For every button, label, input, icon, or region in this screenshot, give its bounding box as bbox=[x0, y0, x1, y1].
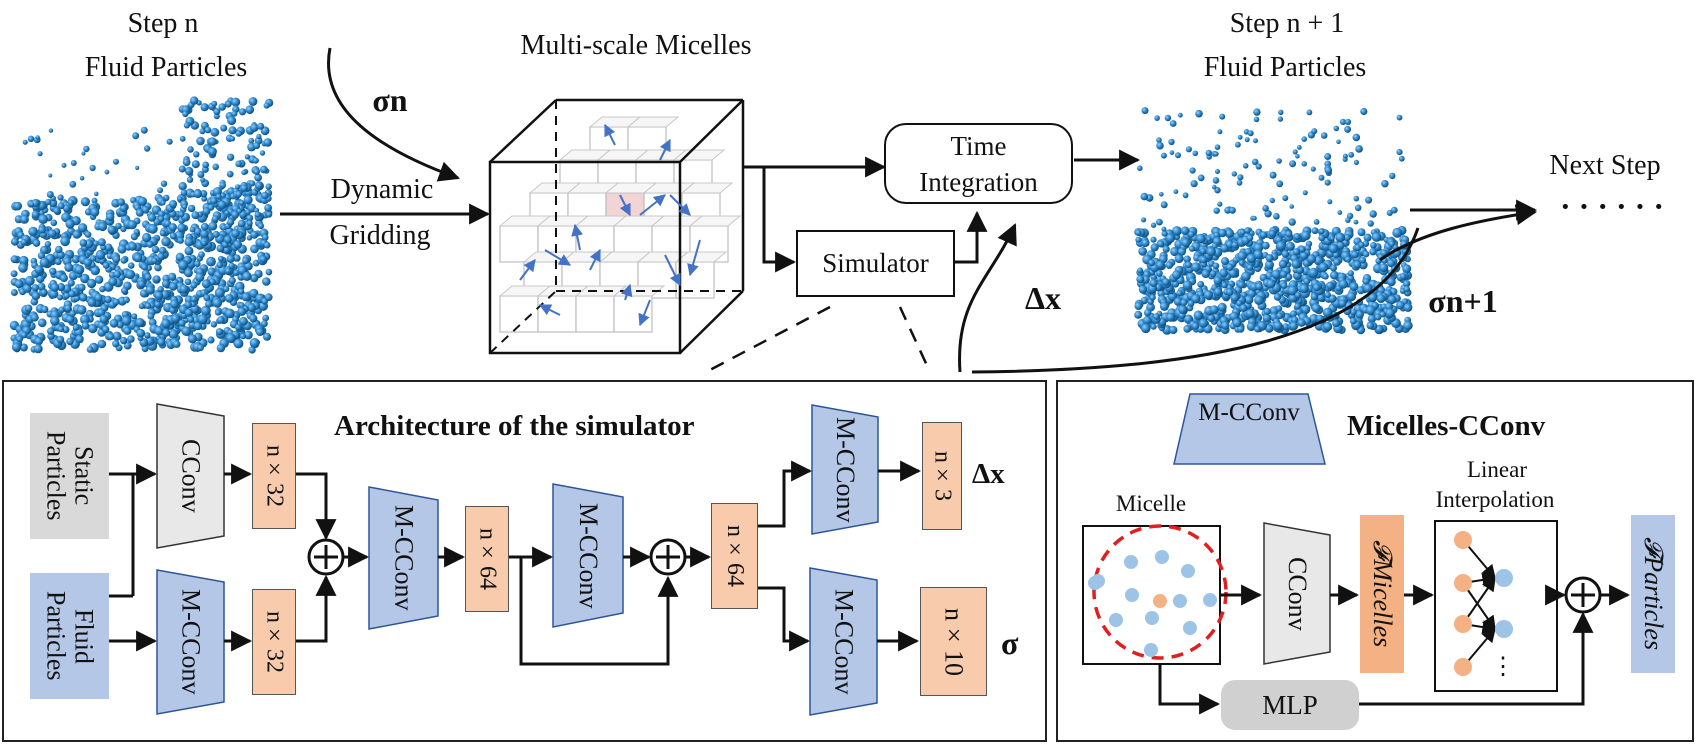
fluid-particles-block: Fluid Particles bbox=[30, 573, 109, 699]
micelle-cells bbox=[498, 116, 742, 333]
f-micelles-label: 𝓕Micelles bbox=[1368, 540, 1397, 648]
static-particles-block: Static Particles bbox=[30, 413, 109, 539]
n10-block: n×10 bbox=[920, 587, 987, 696]
step-n1-label: Step n + 1 bbox=[1229, 8, 1345, 39]
simulator-label: Simulator bbox=[822, 248, 929, 278]
step-n1-subtitle: Fluid Particles bbox=[1203, 52, 1367, 83]
n32-block-a: n×32 bbox=[252, 423, 296, 529]
sigma-n1-curve bbox=[971, 227, 1420, 374]
micelles-cconv-diagram bbox=[1082, 393, 1675, 715]
velocity-arrows bbox=[519, 123, 701, 327]
dynamic-label: Dynamic bbox=[330, 174, 434, 205]
time-integration-label-2: Integration bbox=[919, 166, 1038, 197]
step-n-subtitle: Fluid Particles bbox=[84, 52, 248, 83]
fluid-particles-label: Fluid Particles bbox=[41, 591, 99, 681]
step-n-label: Step n bbox=[127, 8, 199, 39]
f-particles-label: 𝓕Particles bbox=[1639, 537, 1668, 651]
output-sigma: σ bbox=[1001, 625, 1019, 661]
architecture-panel bbox=[2, 380, 1047, 742]
architecture-title: Architecture of the simulator bbox=[334, 410, 695, 442]
mcconv-block-4: M-CConv bbox=[812, 405, 878, 534]
n32-block-b: n×32 bbox=[252, 589, 296, 695]
simulator-box: Simulator bbox=[796, 230, 955, 297]
micelles-title: Multi-scale Micelles bbox=[520, 30, 752, 61]
n64-label-b: n×64 bbox=[722, 525, 748, 587]
zoom-line-left bbox=[705, 305, 831, 374]
architecture-diagram bbox=[109, 403, 922, 716]
cconv-block-2: CConv bbox=[1264, 523, 1330, 664]
mlp-block: MLP bbox=[1221, 680, 1359, 730]
cconv-label-2: CConv bbox=[1283, 556, 1312, 631]
arrow-sim-to-integration bbox=[953, 210, 988, 264]
micelle-label: Micelle bbox=[1115, 491, 1187, 516]
mcconv-block-3: M-CConv bbox=[553, 484, 623, 627]
n64-block-b: n×64 bbox=[711, 503, 758, 609]
next-step-label: Next Step bbox=[1549, 150, 1661, 181]
micelles-cconv-panel bbox=[1056, 380, 1694, 742]
output-delta-x: Δx bbox=[972, 458, 1005, 490]
fluid-particles-step-n bbox=[9, 96, 274, 354]
n10-label: n×10 bbox=[939, 607, 969, 676]
zoom-line-right bbox=[898, 306, 932, 373]
n64-block-a: n×64 bbox=[465, 506, 509, 612]
sigma-n-label: σn bbox=[372, 82, 408, 118]
sigma-n1-label: σn+1 bbox=[1428, 283, 1498, 319]
mlp-label: MLP bbox=[1262, 689, 1318, 720]
time-integration-label-1: Time bbox=[950, 130, 1007, 161]
mcconv-label-4: M-CConv bbox=[831, 416, 860, 523]
f-micelles-block: 𝓕Micelles bbox=[1360, 515, 1404, 673]
mcconv-block-2: M-CConv bbox=[369, 487, 438, 629]
mcconv-label-1: M-CConv bbox=[176, 589, 206, 695]
mcconv-label-2: M-CConv bbox=[389, 505, 419, 611]
mcconv-label-5: M-CConv bbox=[829, 588, 859, 695]
mcconv-label-3: M-CConv bbox=[574, 502, 603, 609]
static-particles-label: Static Particles bbox=[41, 431, 99, 521]
micelles-cube bbox=[488, 98, 745, 355]
sigma-n-arrow bbox=[327, 47, 460, 182]
delta-x-arrow bbox=[958, 223, 1017, 373]
mcconv-block-5: M-CConv bbox=[810, 568, 877, 715]
sigma-n1-arrow bbox=[1379, 204, 1538, 262]
next-step-dots: · · · · · · bbox=[1559, 188, 1665, 224]
delta-x-label: Δx bbox=[1024, 280, 1062, 316]
arrow-to-simulator bbox=[762, 167, 797, 273]
n3-block: n×3 bbox=[922, 422, 962, 530]
legend-mcconv-label: M-CConv bbox=[1198, 399, 1300, 426]
interp-vdots: ⋮ bbox=[1491, 654, 1515, 680]
linear-interp-label-1: Linear bbox=[1466, 457, 1528, 482]
linear-interp-label-2: Interpolation bbox=[1435, 487, 1555, 512]
cconv-block: CConv bbox=[157, 404, 224, 548]
micelles-cconv-title: Micelles-CConv bbox=[1347, 410, 1546, 442]
fluid-particles-step-n1 bbox=[1134, 107, 1413, 335]
gridding-label: Gridding bbox=[329, 220, 431, 251]
cconv-label: CConv bbox=[176, 439, 206, 513]
n32-label-b: n×32 bbox=[261, 611, 288, 673]
f-particles-block: 𝓕Particles bbox=[1631, 515, 1675, 673]
time-integration-box: Time Integration bbox=[884, 123, 1073, 204]
n32-label-a: n×32 bbox=[261, 445, 288, 507]
mcconv-block-1: M-CConv bbox=[157, 570, 224, 714]
n64-label-a: n×64 bbox=[474, 528, 501, 590]
n3-label: n×3 bbox=[929, 451, 956, 501]
